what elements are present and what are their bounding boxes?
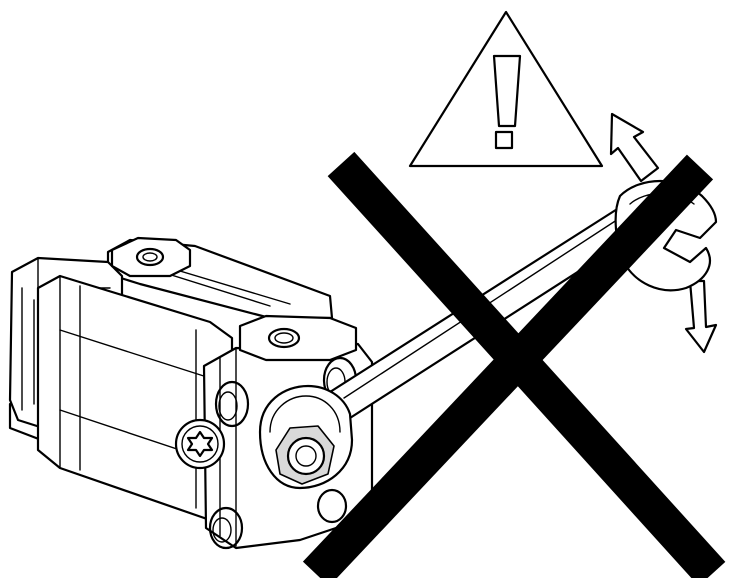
arrow-down-icon (684, 279, 718, 354)
warning-triangle-icon (408, 10, 604, 168)
arrow-up-left-icon (609, 112, 660, 183)
mounting-hole-icon (208, 506, 244, 550)
piston-rod-nut-icon (275, 425, 335, 485)
exclamation-mark-icon (492, 54, 522, 150)
torx-screw-icon (174, 418, 226, 470)
prohibition-cross-icon (302, 151, 726, 578)
mounting-hole-icon (316, 488, 348, 524)
mounting-hole-icon (214, 380, 250, 428)
